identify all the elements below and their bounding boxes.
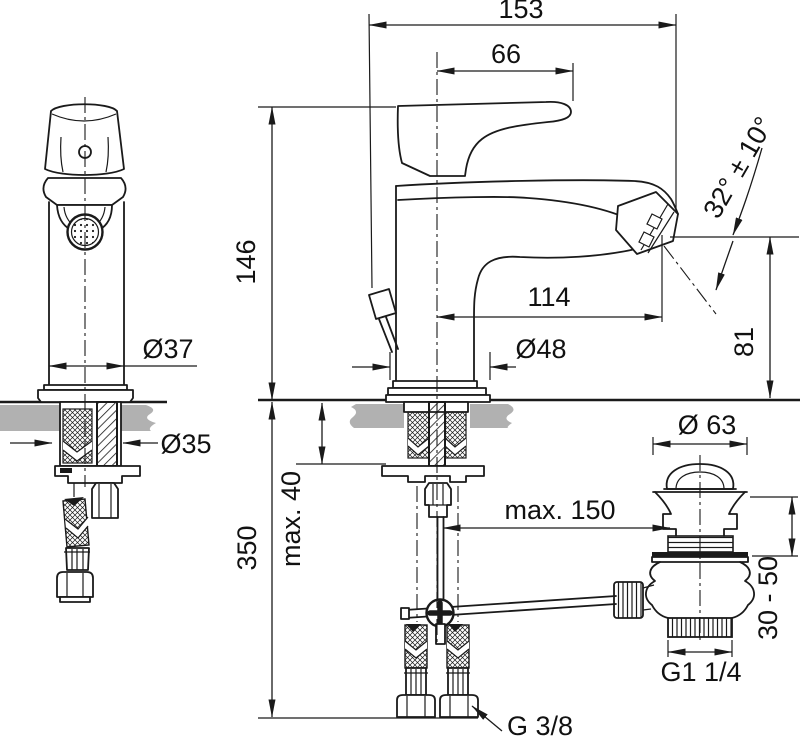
dim-label: 32° ± 10° bbox=[697, 112, 779, 224]
outlet-angle-annotation: 32° ± 10° bbox=[670, 112, 799, 291]
dim-label: 66 bbox=[491, 39, 521, 69]
front-view: Ø37 Ø35 bbox=[0, 97, 212, 603]
dim-max-deck-thickness: max. 40 bbox=[276, 402, 386, 567]
popup-rod-knob bbox=[368, 288, 397, 320]
side-mounting-assembly bbox=[258, 401, 617, 719]
side-deck-right bbox=[470, 404, 514, 428]
dim-label: 146 bbox=[231, 239, 261, 284]
supply-hose bbox=[62, 498, 90, 548]
dim-label: G 3/8 bbox=[507, 711, 573, 741]
side-view: 153 66 bbox=[231, 0, 800, 741]
mounting-bracket bbox=[381, 465, 485, 483]
dim-label: G1 1/4 bbox=[660, 657, 741, 687]
dim-label: Ø37 bbox=[142, 334, 193, 364]
dim-rod-reach: max. 150 bbox=[442, 495, 671, 532]
dim-handle-length: 66 bbox=[436, 39, 574, 101]
dim-front-diameter: Ø37 bbox=[48, 334, 197, 370]
dim-label: 153 bbox=[498, 0, 543, 24]
dim-label: max. 40 bbox=[276, 471, 306, 567]
dim-waste-diameter: Ø 63 bbox=[652, 410, 748, 455]
popup-waste-assembly: max. 150 Ø 63 bbox=[442, 410, 798, 687]
dim-label: max. 150 bbox=[504, 495, 615, 525]
popup-rod bbox=[436, 516, 445, 602]
front-body-column bbox=[48, 201, 125, 386]
dim-supply-thread: G 3/8 bbox=[471, 705, 573, 741]
outlet-axis bbox=[663, 245, 717, 315]
dim-height: 146 bbox=[231, 106, 396, 401]
threaded-stud bbox=[96, 401, 118, 467]
supply-hoses bbox=[396, 624, 479, 718]
dim-overall-length: 153 bbox=[368, 0, 677, 289]
side-deck-left bbox=[349, 404, 404, 428]
coupling-nut bbox=[91, 482, 119, 519]
dim-waste-thread: G1 1/4 bbox=[660, 640, 742, 687]
dim-spout-reach: 114 bbox=[436, 235, 663, 322]
dim-label: 81 bbox=[729, 327, 759, 357]
waste-lower-body bbox=[613, 561, 755, 638]
dim-label: Ø35 bbox=[160, 429, 211, 459]
dim-label: 30 - 50 bbox=[753, 556, 783, 640]
coupling-nut bbox=[424, 482, 452, 518]
side-body-spout bbox=[368, 179, 717, 403]
dim-label: Ø 63 bbox=[678, 410, 737, 440]
rod-gland-knob bbox=[613, 581, 644, 619]
side-handle-lever bbox=[396, 100, 572, 177]
dim-label: 350 bbox=[232, 525, 262, 570]
dim-base-diameter: Ø48 bbox=[352, 334, 567, 380]
front-mounting-assembly bbox=[54, 401, 141, 603]
dim-waste-height-range: 30 - 50 bbox=[750, 496, 798, 640]
dim-label: 114 bbox=[527, 282, 570, 312]
hose-nut bbox=[396, 694, 436, 718]
mounting-bracket bbox=[54, 465, 141, 484]
dim-hole-diameter: Ø35 bbox=[10, 429, 212, 459]
dim-hose-length: 350 bbox=[232, 401, 276, 718]
dim-label: Ø48 bbox=[515, 334, 566, 364]
waste-flange-seal bbox=[652, 552, 748, 557]
dim-outlet-height: 81 bbox=[729, 236, 774, 399]
hose-nut bbox=[56, 571, 94, 598]
